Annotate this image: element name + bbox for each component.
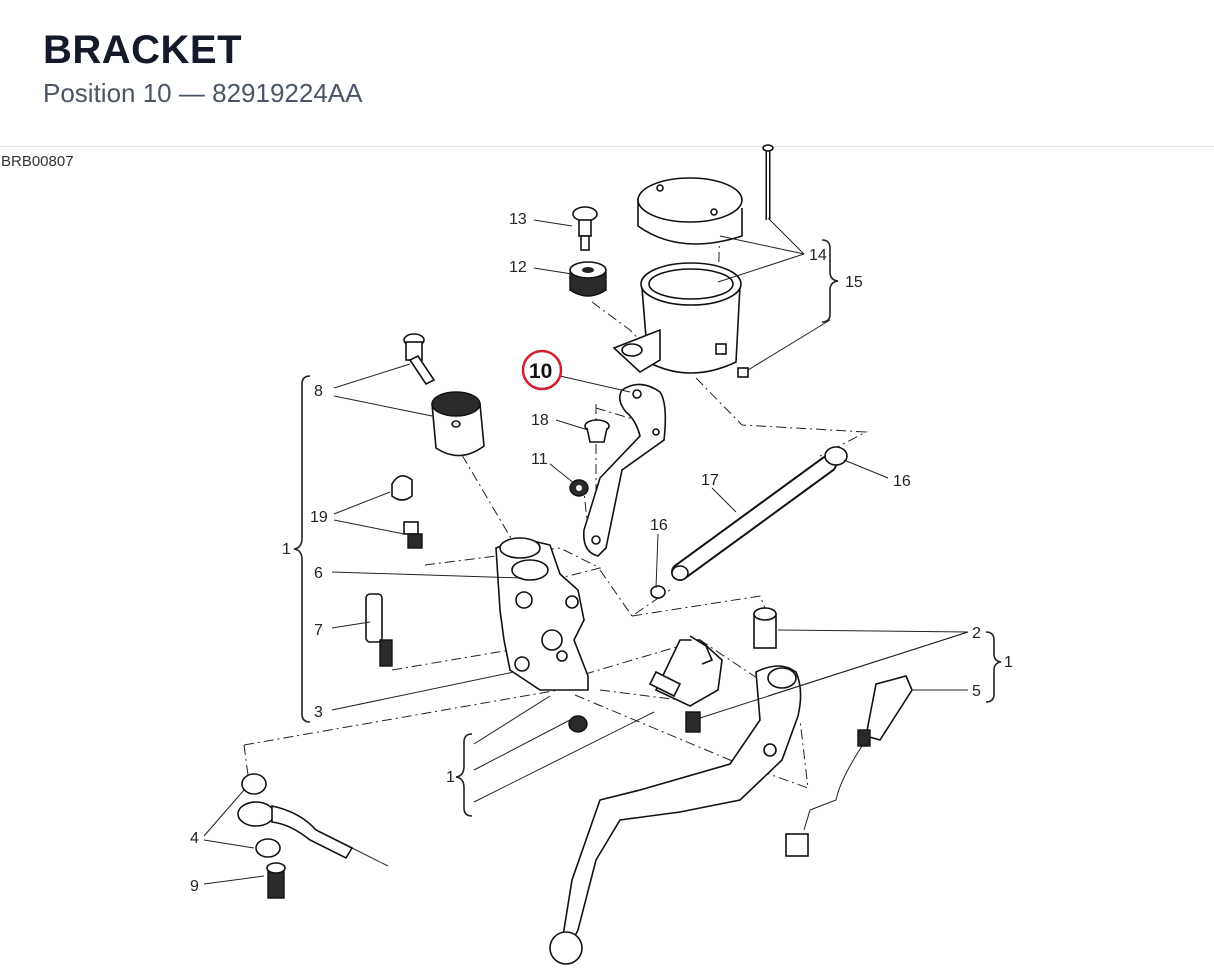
part-lever — [549, 665, 802, 965]
part-hose-fitting-4 — [237, 773, 389, 867]
part-screw-8 — [403, 333, 436, 386]
part-reservoir-cap — [637, 177, 743, 245]
part-bush-2 — [753, 607, 777, 649]
page-subtitle: Position 10 — 82919224AA — [43, 78, 363, 109]
part-grommet-18 — [584, 419, 610, 443]
brace-1-right — [985, 631, 1002, 703]
callout-13: 13 — [509, 211, 527, 228]
callout-17: 17 — [701, 472, 719, 489]
brace-15 — [821, 239, 839, 323]
part-grommet-12 — [569, 261, 607, 297]
callout-labels: 13 12 14 15 10 8 18 11 17 16 16 19 1 6 7… — [190, 211, 1013, 895]
callout-4: 4 — [190, 830, 199, 847]
callout-1-right: 1 — [1004, 654, 1013, 671]
callout-15: 15 — [845, 274, 863, 291]
callout-7: 7 — [314, 622, 323, 639]
callout-9: 9 — [190, 878, 199, 895]
part-knob-8 — [431, 391, 485, 457]
callout-6: 6 — [314, 565, 323, 582]
part-switch-5 — [785, 675, 913, 857]
part-clamp-16 — [650, 446, 848, 599]
callout-5: 5 — [972, 683, 981, 700]
callout-10-highlight-ring — [521, 349, 563, 391]
page-header: BRACKET Position 10 — 82919224AA — [0, 0, 1214, 147]
callout-2: 2 — [972, 625, 981, 642]
part-hose-17 — [671, 455, 837, 581]
part-master-cylinder — [495, 537, 589, 691]
part-cap-19 — [391, 475, 413, 501]
callout-12: 12 — [509, 259, 527, 276]
part-number: 82919224AA — [212, 78, 363, 108]
callout-10: 10 — [529, 360, 552, 383]
callout-19: 19 — [310, 509, 328, 526]
part-pin-7 — [365, 593, 393, 667]
callout-11: 11 — [531, 451, 548, 468]
part-bracket — [582, 383, 667, 557]
part-cap-screw-13 — [572, 206, 598, 251]
diagram-code: BRB00807 — [1, 153, 74, 170]
callout-18: 18 — [531, 412, 549, 429]
callout-1-left: 1 — [282, 541, 291, 558]
leader-lines — [203, 217, 969, 885]
callout-8: 8 — [314, 383, 323, 400]
callout-1-bottom: 1 — [446, 769, 455, 786]
callout-14: 14 — [809, 247, 827, 264]
callout-16-left: 16 — [650, 517, 668, 534]
part-adjuster — [648, 635, 723, 733]
brace-1-bottom — [455, 733, 473, 817]
brace-1-left — [293, 375, 311, 723]
part-nut-3 — [568, 715, 588, 733]
callout-16-right: 16 — [893, 473, 911, 490]
part-long-screw — [762, 144, 774, 220]
page-title: BRACKET — [43, 28, 243, 72]
subtitle-separator: — — [178, 78, 205, 108]
callout-3: 3 — [314, 704, 323, 721]
part-banjo-bolt-9 — [266, 862, 286, 899]
part-bleeder-19 — [403, 521, 423, 549]
part-reservoir — [612, 262, 749, 378]
position-label: Position 10 — [43, 78, 172, 108]
